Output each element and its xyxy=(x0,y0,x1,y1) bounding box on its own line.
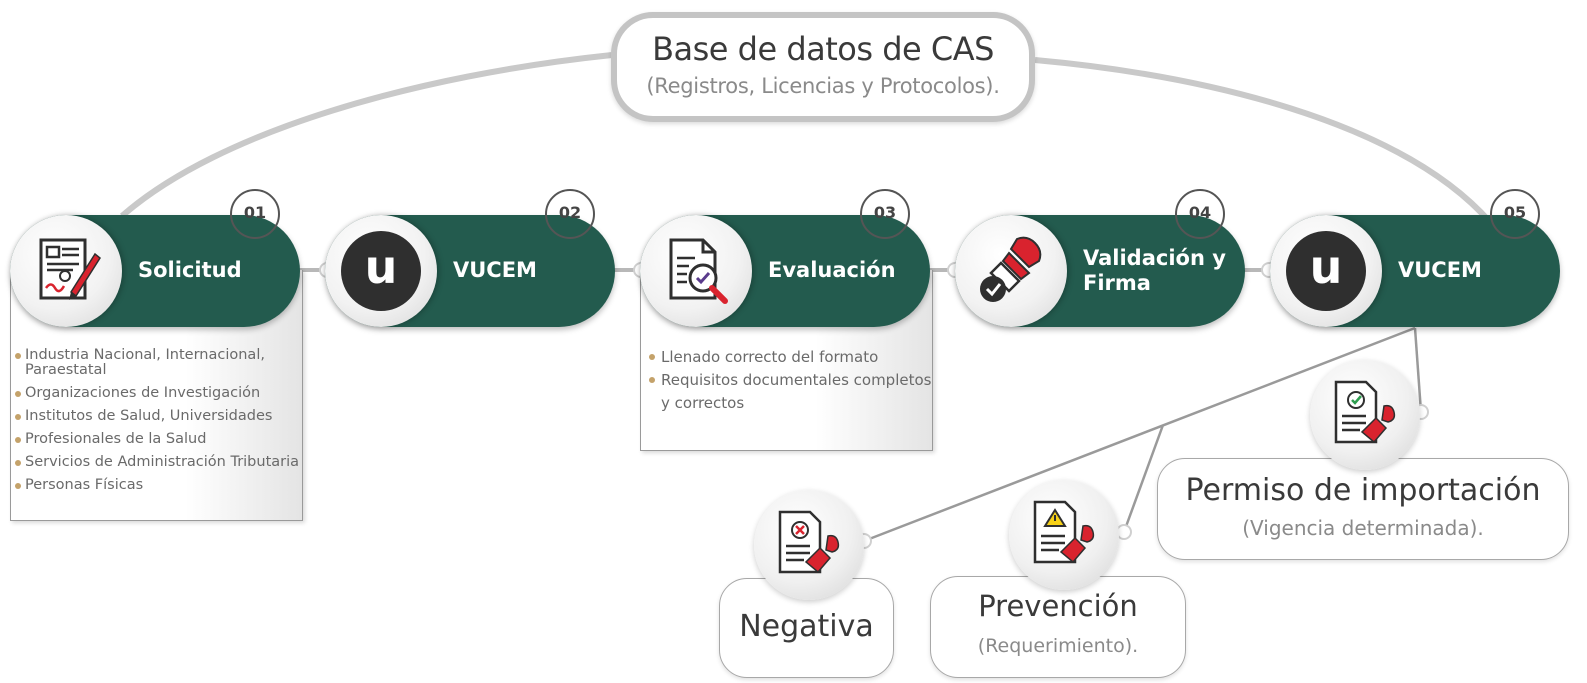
database-box: Base de datos de CAS (Registros, Licenci… xyxy=(611,12,1035,122)
outcome-title: Prevención xyxy=(978,589,1138,623)
list-item: Llenado correcto del formato xyxy=(649,346,932,369)
outcome-prevencion-box: Prevención (Requerimiento). xyxy=(930,576,1186,678)
step-label: VUCEM xyxy=(1398,258,1482,283)
outcome-subtitle: (Requerimiento). xyxy=(977,635,1139,657)
warning-document-stamp-icon xyxy=(1033,500,1095,564)
step-number-badge: 05 xyxy=(1490,189,1540,239)
step-vucem-1: 02 u VUCEM xyxy=(325,189,615,327)
step-number-badge: 01 xyxy=(230,189,280,239)
outcome-title: Permiso de importación xyxy=(1185,473,1541,508)
outcome-title: Negativa xyxy=(739,609,874,644)
evaluacion-list: Llenado correcto del formato Requisitos … xyxy=(649,346,932,415)
step-number-badge: 04 xyxy=(1175,189,1225,239)
step-validacion-firma: 04 Validación y Firma xyxy=(955,189,1245,327)
list-item: Industria Nacional, Internacional, Parae… xyxy=(15,348,302,378)
database-title: Base de datos de CAS xyxy=(652,30,994,68)
step-icon-circle xyxy=(955,215,1067,327)
outcome-subtitle: (Vigencia determinada). xyxy=(1242,516,1484,540)
step-icon-circle: u xyxy=(1270,215,1382,327)
outcome-negativa-box: Negativa xyxy=(719,578,894,678)
list-item: Servicios de Administración Tributaria xyxy=(15,455,302,470)
outcome-permiso-box: Permiso de importación (Vigencia determi… xyxy=(1157,458,1569,560)
stamp-approval-icon xyxy=(980,236,1042,302)
step-solicitud: 01 Solicitud xyxy=(10,189,300,327)
step-number-badge: 02 xyxy=(545,189,595,239)
outcome-permiso-icon-circle xyxy=(1310,360,1420,470)
rejected-document-stamp-icon xyxy=(778,510,840,574)
solicitud-list: Industria Nacional, Internacional, Parae… xyxy=(15,348,302,493)
signed-document-icon xyxy=(39,238,101,300)
list-item: Organizaciones de Investigación xyxy=(15,386,302,401)
step-label: Validación y Firma xyxy=(1083,245,1226,295)
database-subtitle: (Registros, Licencias y Protocolos). xyxy=(646,74,1000,98)
step-label: VUCEM xyxy=(453,258,537,283)
outcome-negativa-icon-circle xyxy=(754,490,864,600)
vucem-logo-icon: u xyxy=(1286,231,1366,311)
step-evaluacion: 03 Evaluación xyxy=(640,189,930,327)
step-label: Evaluación xyxy=(768,258,896,283)
outcome-prevencion-icon-circle xyxy=(1009,480,1119,590)
step-icon-circle: u xyxy=(325,215,437,327)
document-magnifier-icon xyxy=(669,238,728,304)
vucem-logo-icon: u xyxy=(341,231,421,311)
step-label: Solicitud xyxy=(138,258,242,283)
list-item: Profesionales de la Salud xyxy=(15,432,302,447)
list-item: Requisitos documentales completos y corr… xyxy=(649,369,932,415)
approved-document-stamp-icon xyxy=(1334,380,1396,444)
list-item: Institutos de Salud, Universidades xyxy=(15,409,302,424)
step-number-badge: 03 xyxy=(860,189,910,239)
step-icon-circle xyxy=(640,215,752,327)
step-vucem-2: 05 u VUCEM xyxy=(1270,189,1560,327)
step-icon-circle xyxy=(10,215,122,327)
list-item: Personas Físicas xyxy=(15,478,302,493)
